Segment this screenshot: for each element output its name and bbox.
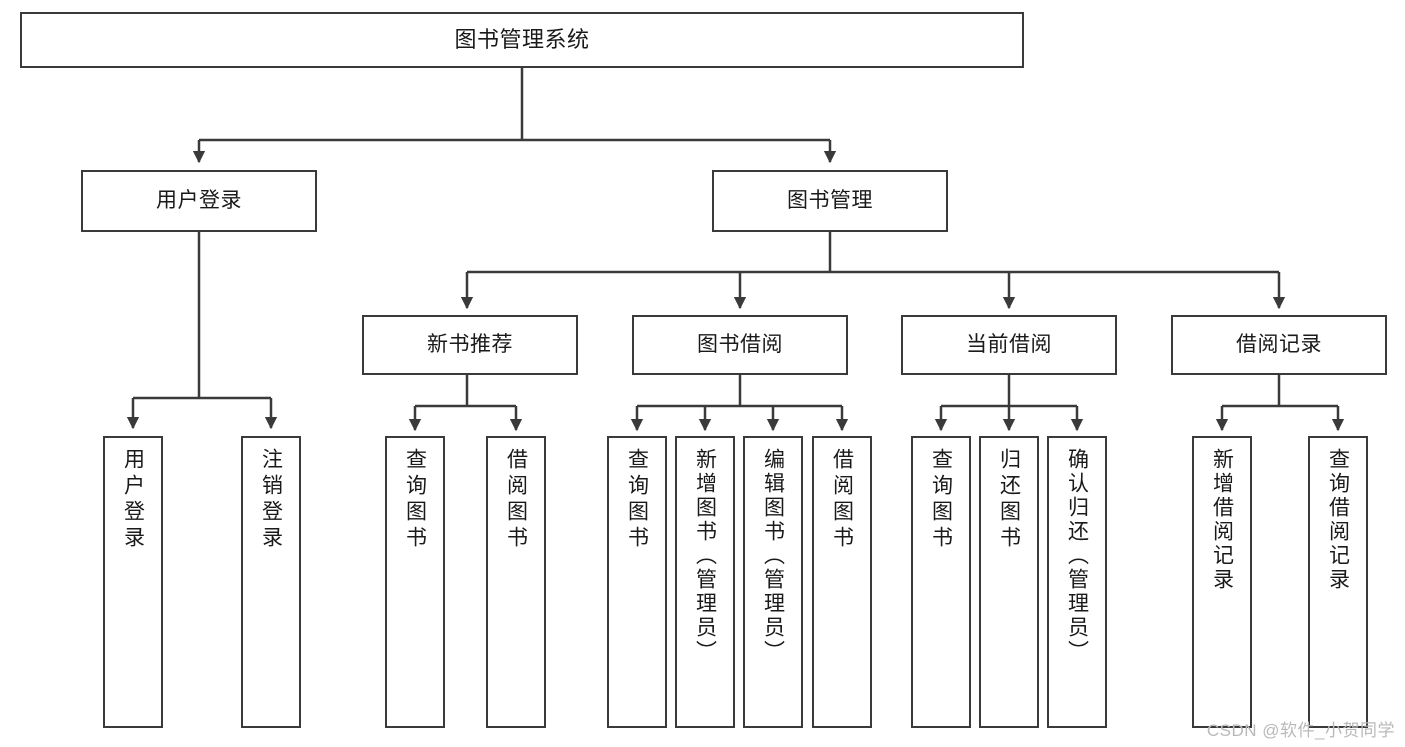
csdn-watermark: CSDN @软件_小贺同学 [1206, 721, 1395, 740]
node-book-management-label: 图书管理 [787, 189, 873, 213]
node-leaf-borrow-book-label: 借阅图书 [830, 448, 854, 552]
node-leaf-query-book-current[interactable]: 查询图书 [911, 436, 971, 728]
node-leaf-query-borrow-record[interactable]: 查询借阅记录 [1308, 436, 1368, 728]
node-leaf-return-book[interactable]: 归还图书 [979, 436, 1039, 728]
node-leaf-query-borrow-record-label: 查询借阅记录 [1326, 448, 1350, 592]
node-user-login[interactable]: 用户登录 [81, 170, 317, 232]
node-leaf-query-book-recommend-label: 查询图书 [403, 448, 427, 552]
node-book-borrow-label: 图书借阅 [697, 333, 783, 357]
node-root-label: 图书管理系统 [454, 26, 590, 52]
node-current-borrow-label: 当前借阅 [966, 333, 1052, 357]
node-leaf-query-book-borrow-label: 查询图书 [625, 448, 649, 552]
node-leaf-logout-label: 注销登录 [259, 448, 283, 552]
node-new-book-recommend[interactable]: 新书推荐 [362, 315, 578, 375]
node-book-management[interactable]: 图书管理 [712, 170, 948, 232]
node-leaf-borrow-book[interactable]: 借阅图书 [812, 436, 872, 728]
node-leaf-add-book-admin-label: 新增图书（管理员） [693, 448, 717, 664]
node-leaf-confirm-return-admin-label: 确认归还（管理员） [1065, 448, 1089, 664]
node-leaf-query-book-current-label: 查询图书 [929, 448, 953, 552]
node-leaf-borrow-book-recommend-label: 借阅图书 [504, 448, 528, 552]
node-leaf-add-borrow-record[interactable]: 新增借阅记录 [1192, 436, 1252, 728]
node-leaf-user-login-label: 用户登录 [121, 448, 145, 552]
node-leaf-edit-book-admin[interactable]: 编辑图书（管理员） [743, 436, 803, 728]
node-leaf-add-book-admin[interactable]: 新增图书（管理员） [675, 436, 735, 728]
node-root-book-management-system[interactable]: 图书管理系统 [20, 12, 1024, 68]
node-leaf-user-login[interactable]: 用户登录 [103, 436, 163, 728]
node-leaf-edit-book-admin-label: 编辑图书（管理员） [761, 448, 785, 664]
node-borrow-record-label: 借阅记录 [1236, 333, 1322, 357]
node-user-login-label: 用户登录 [156, 189, 242, 213]
node-leaf-query-book-borrow[interactable]: 查询图书 [607, 436, 667, 728]
node-leaf-confirm-return-admin[interactable]: 确认归还（管理员） [1047, 436, 1107, 728]
node-borrow-record[interactable]: 借阅记录 [1171, 315, 1387, 375]
node-leaf-borrow-book-recommend[interactable]: 借阅图书 [486, 436, 546, 728]
node-current-borrow[interactable]: 当前借阅 [901, 315, 1117, 375]
node-leaf-add-borrow-record-label: 新增借阅记录 [1210, 448, 1234, 592]
node-leaf-query-book-recommend[interactable]: 查询图书 [385, 436, 445, 728]
node-new-book-recommend-label: 新书推荐 [427, 333, 513, 357]
node-leaf-logout[interactable]: 注销登录 [241, 436, 301, 728]
node-leaf-return-book-label: 归还图书 [997, 448, 1021, 552]
node-book-borrow[interactable]: 图书借阅 [632, 315, 848, 375]
